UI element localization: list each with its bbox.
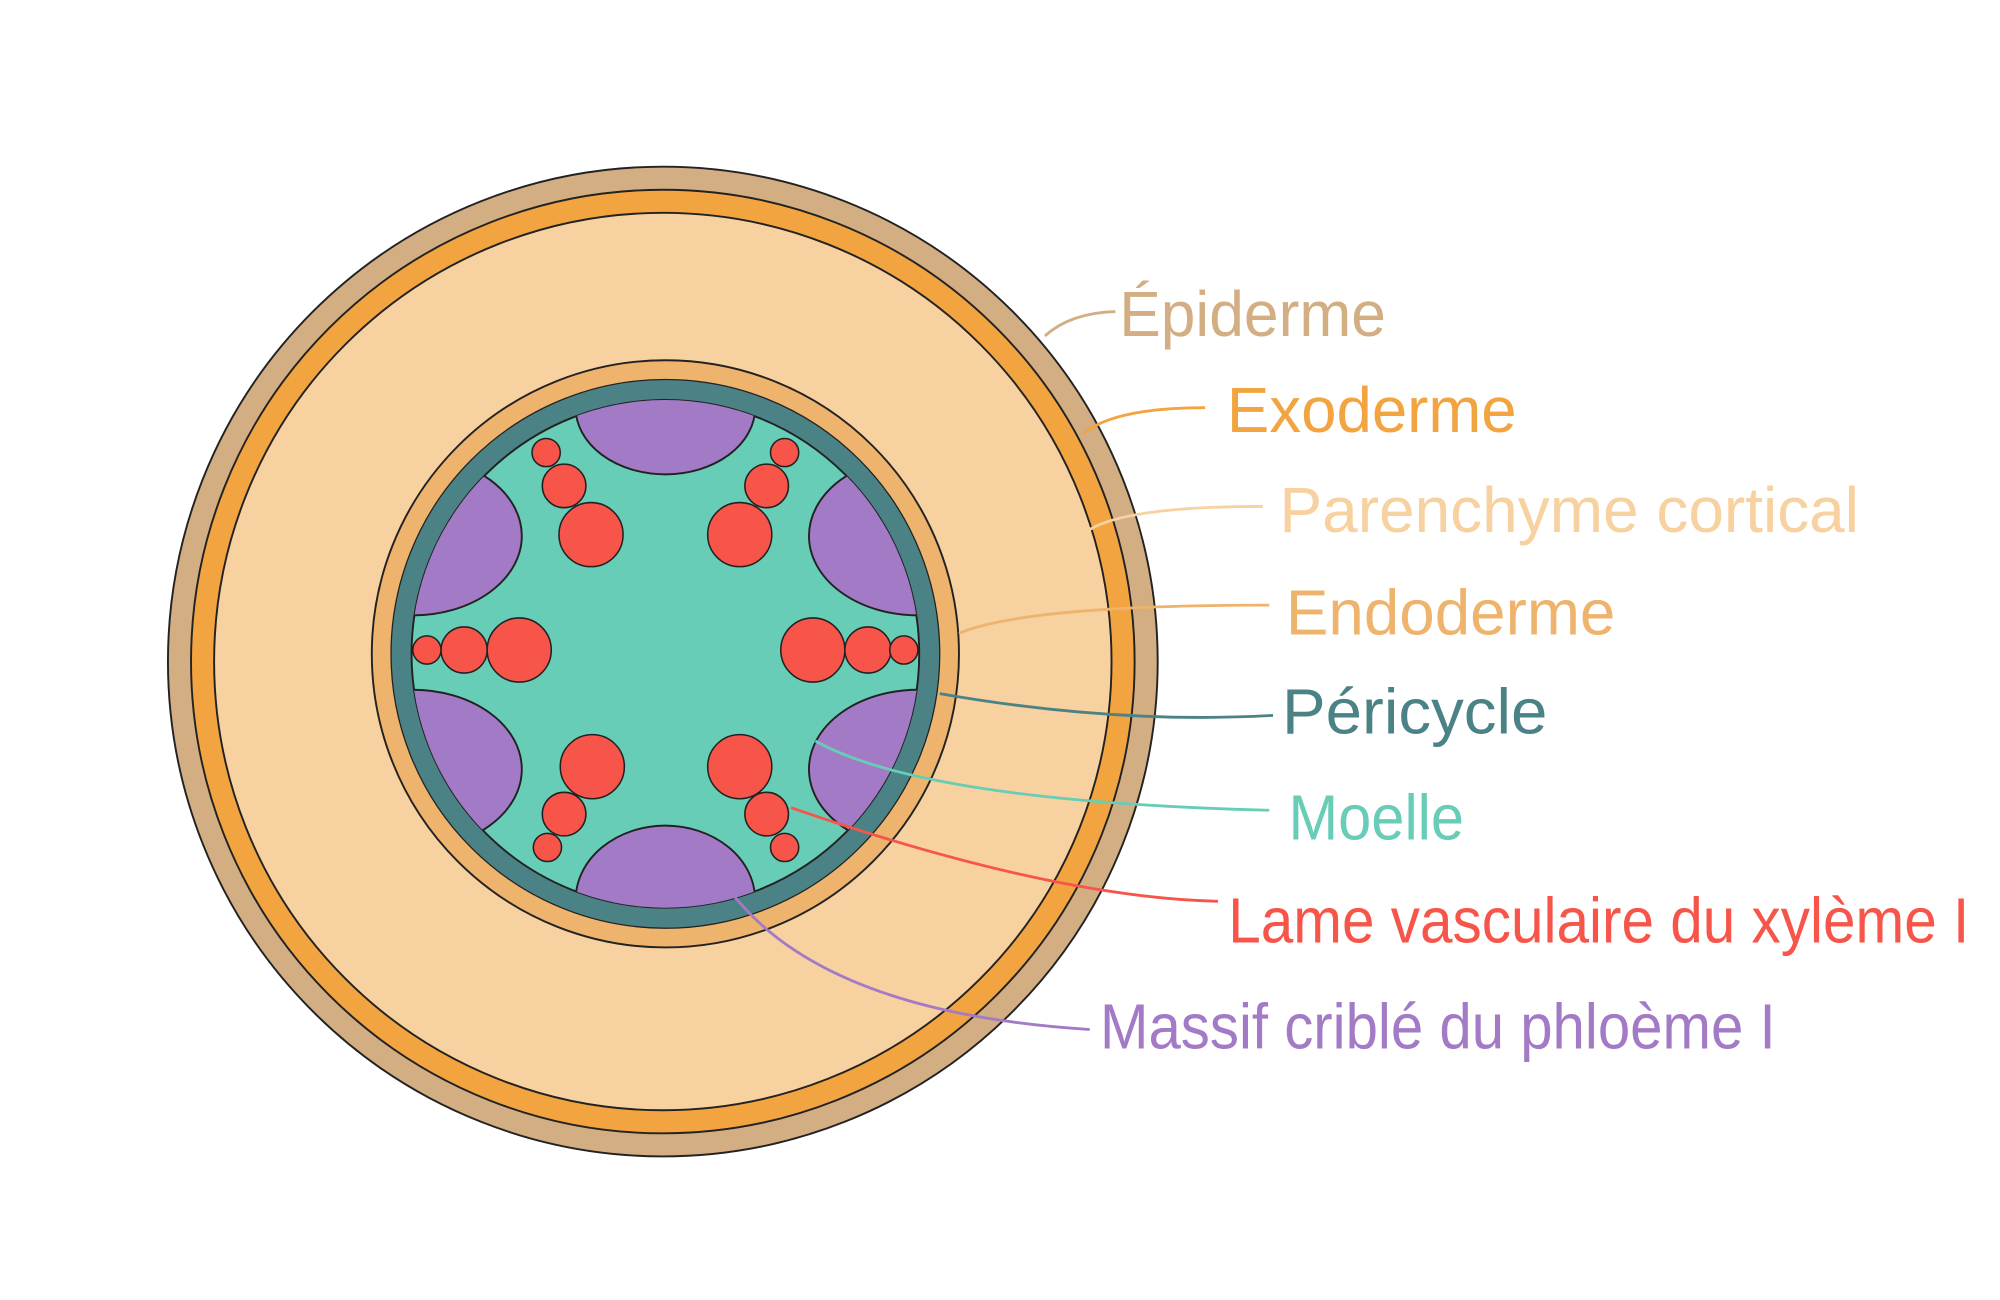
xylem-vessel <box>744 791 790 837</box>
label-endoderme: Endoderme <box>1286 577 1615 649</box>
label-epiderme: Épiderme <box>1119 278 1386 350</box>
xylem-plates <box>412 437 919 863</box>
label-pericycle: Péricycle <box>1282 675 1547 747</box>
xylem-vessel <box>769 437 800 468</box>
xylem-vessel <box>706 733 773 800</box>
xylem-vessel <box>558 501 624 568</box>
xylem-vessel <box>541 791 587 837</box>
leader-exoderme <box>1082 406 1206 435</box>
leader-parenchyme <box>1089 505 1263 531</box>
label-parenchyme-cortical: Parenchyme cortical <box>1279 474 1858 546</box>
label-xyleme: Lame vasculaire du xylème I <box>1228 884 1969 956</box>
root-section <box>166 165 1159 1158</box>
xylem-vessel <box>844 626 892 674</box>
xylem-vessel <box>780 617 846 683</box>
leader-moelle <box>814 739 1270 812</box>
xylem-vessel <box>744 463 790 509</box>
label-moelle: Moelle <box>1288 782 1464 854</box>
labels: Épiderme Exoderme Parenchyme cortical En… <box>1100 278 1969 1063</box>
xylem-vessel <box>706 501 773 568</box>
xylem-vessel <box>888 635 919 665</box>
leader-lines <box>727 310 1274 1031</box>
leader-epiderme <box>1043 310 1116 337</box>
xylem-vessel <box>440 626 488 674</box>
xylem-vessel <box>412 635 442 665</box>
leader-endoderme <box>958 603 1270 635</box>
xylem-vessel <box>486 617 553 683</box>
xylem-vessel <box>532 832 563 863</box>
xylem-vessel <box>769 832 800 863</box>
xylem-vessel <box>531 437 562 468</box>
label-phloeme: Massif criblé du phloème I <box>1100 991 1776 1063</box>
xylem-vessel <box>541 463 587 509</box>
xylem-vessel <box>559 733 626 800</box>
leader-phloeme <box>727 887 1090 1031</box>
leader-pericycle <box>939 692 1274 719</box>
leader-xyleme <box>790 806 1218 903</box>
label-exoderme: Exoderme <box>1227 374 1517 446</box>
